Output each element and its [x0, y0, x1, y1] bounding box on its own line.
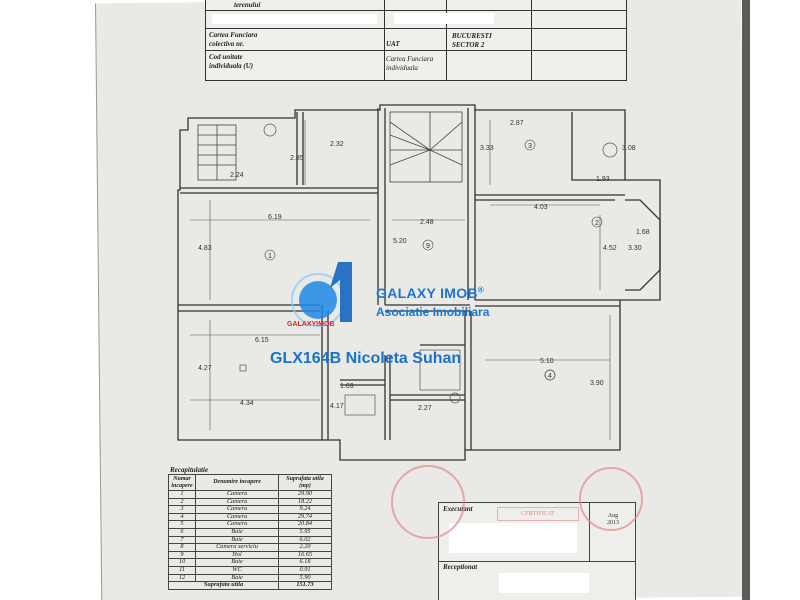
dim-label: 2.27	[418, 405, 432, 412]
inner-wall	[385, 304, 470, 312]
room-number: 2	[595, 220, 599, 227]
header-cf-ind-2: individuala	[386, 64, 418, 72]
dim-label: 4.27	[198, 365, 212, 372]
dim-label: 3.08	[622, 145, 636, 152]
dim-label: 2.48	[420, 219, 434, 226]
executant-box: Executant Aug 2013 Receptionat CERTIFICA…	[391, 465, 643, 600]
room-number: 4	[548, 373, 552, 380]
dim-label: 5.10	[540, 358, 554, 365]
redaction-block	[394, 13, 494, 24]
dim-label: 4.83	[198, 245, 212, 252]
seal-stamp	[391, 465, 465, 539]
dim-label: 5.20	[393, 238, 407, 245]
inner-wall	[321, 305, 329, 440]
watermark-subtitle: Asociatie Imobiliara	[376, 305, 490, 319]
header-cf-ind-1: Cartea Funciara	[386, 55, 434, 63]
redaction-block	[499, 573, 589, 593]
dim-label: 1.93	[596, 176, 610, 183]
staircase-left	[197, 124, 237, 181]
header-city-2: SECTOR 2	[452, 41, 485, 49]
bay-window	[625, 199, 661, 291]
inner-wall	[340, 379, 385, 386]
header-cod-label-1: Cod unitate	[209, 53, 243, 61]
scan-edge	[742, 0, 750, 600]
dim-label: 2.85	[290, 155, 304, 162]
inner-wall	[390, 394, 465, 401]
recap-header-sup: Suprafata utila (mp)	[278, 474, 332, 491]
header-cf-label-1: Cartea Funciara	[209, 31, 258, 39]
dim-label: 3.33	[480, 145, 494, 152]
redaction-block	[449, 523, 577, 553]
watermark-logo-text: GALAXYIMOB	[287, 321, 335, 328]
header-cod-label-2: individuala (U)	[209, 62, 254, 70]
dim-label: 6.15	[255, 337, 269, 344]
header-form: terenului Cartea Funciara colectiva nr. …	[205, 0, 627, 81]
inner-wall	[467, 108, 476, 300]
inner-wall	[475, 299, 620, 307]
staircase-center	[389, 111, 463, 183]
dim-label: 4.17	[330, 403, 344, 410]
outer-wall	[177, 104, 661, 461]
recap-header-den: Denumire incapere	[195, 474, 279, 491]
recap-table: Numar incapere Denumire incapere Suprafa…	[168, 474, 332, 590]
watermark-listing-code: GLX164B Nicoleta Suhan	[270, 350, 462, 367]
room-number: 1	[268, 253, 272, 260]
dim-label: 2.87	[510, 120, 524, 127]
dim-label: 3.90	[590, 380, 604, 387]
dim-label: 2.32	[330, 141, 344, 148]
dim-label: 1.68	[636, 229, 650, 236]
dim-label: 3.30	[628, 245, 642, 252]
dim-label: 6.19	[268, 214, 282, 221]
dimension-lines	[190, 120, 611, 440]
recap-title: Recapitulatie	[170, 466, 209, 474]
recap-header-nr: Numar incapere	[168, 474, 196, 491]
redaction-block	[212, 14, 377, 24]
header-city-1: BUCURESTI	[452, 32, 492, 40]
inner-wall	[178, 304, 320, 312]
room-number: 9	[426, 243, 430, 250]
header-cf-label-2: colectiva nr.	[209, 40, 244, 48]
table-total-row: Suprafata utila 151.73	[168, 581, 332, 590]
room-number: 3	[528, 143, 532, 150]
dim-label: 4.52	[603, 245, 617, 252]
receptionat-label: Receptionat	[443, 563, 478, 571]
inner-wall	[464, 311, 472, 450]
seal-stamp	[579, 467, 643, 531]
header-uat: UAT	[386, 40, 400, 48]
inner-wall	[384, 355, 391, 440]
dim-label: 4.34	[240, 400, 254, 407]
dim-label: 2.24	[230, 172, 244, 179]
inner-wall	[377, 108, 386, 305]
inner-wall	[296, 112, 304, 185]
galaxy-logo-icon	[291, 262, 352, 327]
dim-label: 1.69	[340, 383, 354, 390]
inner-wall	[180, 187, 378, 194]
inner-wall	[571, 112, 625, 181]
watermark-brand: GALAXY IMOB®	[376, 285, 485, 301]
inner-wall	[475, 194, 625, 201]
certificat-stamp: CERTIFICAT	[497, 507, 579, 521]
dim-label: 4.03	[534, 204, 548, 211]
header-row1-label: terenului	[234, 1, 261, 9]
